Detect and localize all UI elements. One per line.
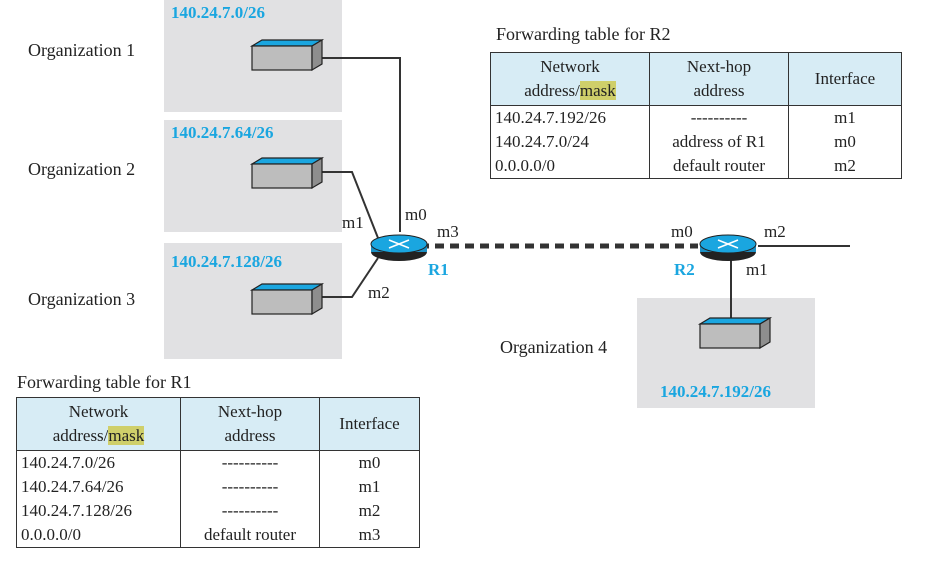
r1-m2-label: m2 — [368, 283, 390, 302]
table-r1-header-interface: Interface — [319, 397, 420, 451]
org4-device-icon — [697, 316, 773, 350]
table-row: 140.24.7.128/26 ---------- m2 — [16, 499, 420, 523]
org1-device-icon — [249, 38, 325, 72]
org3-device-icon — [249, 282, 325, 316]
org3-label: Organization 3 — [28, 289, 136, 309]
r2-m0-label: m0 — [671, 222, 693, 241]
link-org1-r1 — [322, 57, 401, 232]
r1-m3-label: m3 — [437, 222, 459, 241]
table-row: 0.0.0.0/0 default router m3 — [16, 523, 420, 548]
table-row: 0.0.0.0/0 default router m2 — [490, 154, 902, 179]
table-row: 140.24.7.64/26 ---------- m1 — [16, 475, 420, 499]
org4-label: Organization 4 — [500, 337, 608, 357]
org2-label: Organization 2 — [28, 159, 136, 179]
org4-box — [637, 298, 815, 408]
table-row: 140.24.7.192/26 ---------- m1 — [490, 105, 902, 130]
router-r2-icon — [699, 234, 757, 261]
org3-network: 140.24.7.128/26 — [171, 252, 282, 271]
table-r2-header-interface: Interface — [788, 52, 902, 106]
table-row: 140.24.7.0/26 ---------- m0 — [16, 450, 420, 475]
table-r1-caption: Forwarding table for R1 — [17, 372, 192, 392]
r1-m1-label: m1 — [342, 213, 364, 232]
org1-label: Organization 1 — [28, 40, 136, 60]
link-org3-r1 — [322, 257, 379, 298]
router-r1-icon — [370, 234, 428, 261]
r2-m2-label: m2 — [764, 222, 786, 241]
org2-network: 140.24.7.64/26 — [171, 123, 274, 142]
org1-network: 140.24.7.0/26 — [171, 3, 265, 22]
link-org2-r1 — [322, 171, 379, 239]
router-r2-name: R2 — [674, 260, 695, 279]
table-r2-caption: Forwarding table for R2 — [496, 24, 671, 44]
router-r1-name: R1 — [428, 260, 449, 279]
org2-device-icon — [249, 156, 325, 190]
table-row: 140.24.7.0/24 address of R1 m0 — [490, 130, 902, 154]
r1-m0-label: m0 — [405, 205, 427, 224]
r2-m1-label: m1 — [746, 260, 768, 279]
org4-network: 140.24.7.192/26 — [660, 382, 771, 401]
